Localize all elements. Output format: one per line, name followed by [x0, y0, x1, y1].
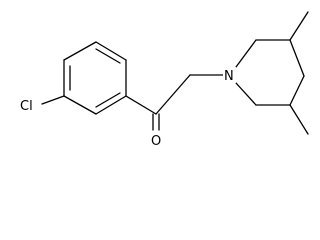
- bond-carbonyl-to-methylene: [155, 74, 191, 115]
- molecule-diagram: Cl O N: [20, 11, 309, 149]
- methyl-bond-lower: [289, 104, 309, 135]
- bond-ring-to-chlorine: [41, 95, 65, 105]
- ring-inner-double-bond: [95, 48, 121, 64]
- ring-bond-n-to-lower: [235, 82, 257, 106]
- ring-bond-bottom-right: [95, 95, 127, 115]
- bond-ring-to-carbonyl: [125, 95, 157, 115]
- oxygen-atom-label: O: [151, 134, 161, 149]
- ring-bond-upper-right: [289, 39, 305, 77]
- benzene-ring: [63, 41, 127, 115]
- ring-bond-lower-right: [289, 75, 305, 106]
- ring-bond-top-left: [63, 41, 97, 61]
- chlorine-atom-label: Cl: [20, 99, 33, 114]
- nitrogen-atom-label: N: [224, 69, 234, 84]
- piperidine-ring: [235, 39, 305, 106]
- methyl-bond-upper: [289, 11, 309, 41]
- ring-bond-bottom-left: [63, 95, 97, 115]
- ring-bond-n-to-upper: [235, 39, 257, 68]
- ring-bond-top-right: [95, 41, 127, 61]
- ring-inner-double-bond: [95, 92, 121, 108]
